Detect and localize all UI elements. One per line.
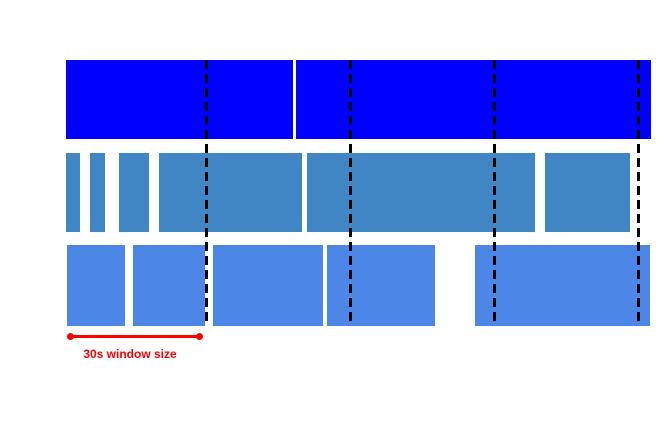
arrow-endpoint-dot-right	[196, 333, 203, 340]
track-middle-segment-2	[90, 153, 105, 232]
track-bottom-segment-4	[326, 245, 435, 326]
track-middle-segment-4	[158, 153, 302, 232]
track-middle	[0, 153, 666, 232]
arrow-endpoint-dot-left	[67, 333, 74, 340]
window-size-label: 30s window size	[83, 347, 177, 361]
track-bottom-segment-1	[66, 245, 125, 326]
track-middle-segment-5	[306, 153, 535, 232]
track-middle-segment-6	[545, 153, 630, 232]
track-bottom	[0, 245, 666, 326]
window-size-arrow	[68, 335, 202, 338]
track-top-segment-1	[65, 60, 293, 139]
track-middle-segment-3	[118, 153, 149, 232]
track-bottom-segment-5	[475, 245, 650, 326]
window-boundary-line-2	[348, 60, 352, 326]
window-boundary-line-1	[204, 60, 208, 326]
track-top-segment-2	[296, 60, 651, 139]
window-boundary-line-4	[637, 60, 640, 326]
track-top	[0, 60, 666, 139]
track-middle-segment-1	[65, 153, 80, 232]
track-bottom-segment-3	[212, 245, 323, 326]
window-boundary-line-3	[493, 60, 496, 326]
track-bottom-segment-2	[132, 245, 205, 326]
